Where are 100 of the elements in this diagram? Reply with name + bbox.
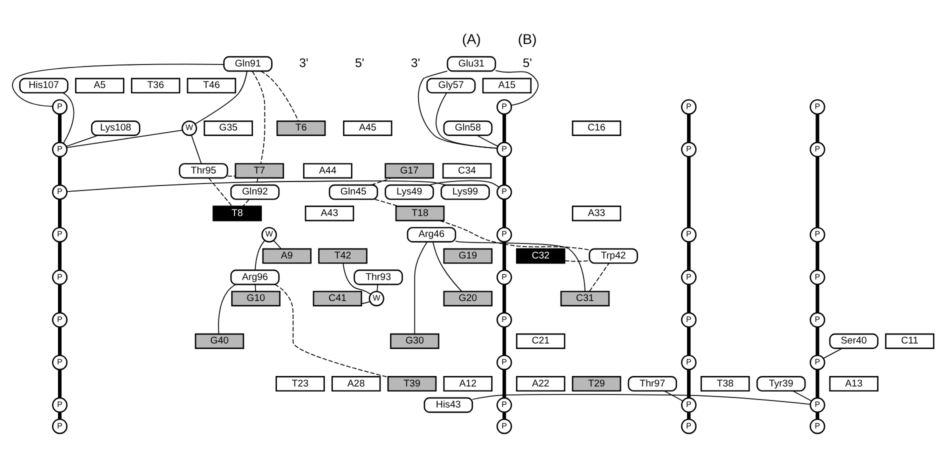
connector <box>687 412 691 419</box>
connector <box>687 369 691 398</box>
node-box: T18 <box>395 205 445 221</box>
connector <box>194 70 248 124</box>
node-box: Thr93 <box>354 269 403 285</box>
node-box: T39 <box>387 376 437 392</box>
node-circle: P <box>52 418 68 434</box>
node-box: Arg96 <box>230 269 280 285</box>
node-circle: P <box>810 141 826 157</box>
connector <box>58 369 62 398</box>
connector <box>62 92 74 144</box>
node-box: A12 <box>443 376 493 392</box>
node-box: C34 <box>442 162 492 178</box>
connector <box>823 348 842 358</box>
node-circle: P <box>681 269 697 285</box>
node-box: Thr97 <box>628 376 678 392</box>
connector <box>429 180 500 188</box>
connector <box>502 326 506 355</box>
connector <box>455 240 586 292</box>
node-box: Arg46 <box>406 226 456 242</box>
node-box: C16 <box>572 120 622 136</box>
node-box: A28 <box>331 376 381 392</box>
label: (B) <box>518 31 537 48</box>
node-box: G17 <box>384 162 434 178</box>
node-circle: P <box>810 269 826 285</box>
node-box: T38 <box>700 376 750 392</box>
node-box: Gln91 <box>223 56 272 72</box>
node-circle: W <box>261 226 277 242</box>
node-circle: P <box>681 396 697 412</box>
connector <box>687 114 691 142</box>
connector <box>414 240 428 334</box>
node-box: C11 <box>885 332 934 348</box>
node-circle: P <box>52 312 68 328</box>
connector <box>58 326 62 355</box>
connector <box>256 177 258 185</box>
connector <box>432 241 462 292</box>
node-circle: P <box>810 354 826 370</box>
node-box: T46 <box>186 77 236 93</box>
connector <box>436 92 498 148</box>
node-circle: P <box>496 354 512 370</box>
node-box: A44 <box>303 162 352 178</box>
node-circle: P <box>681 354 697 370</box>
node-box: A43 <box>304 205 354 221</box>
node-box: C31 <box>560 290 610 306</box>
connector <box>252 70 266 164</box>
node-circle: P <box>681 312 697 328</box>
connector <box>254 284 256 292</box>
node-box: T6 <box>276 120 326 136</box>
label: (A) <box>462 31 481 48</box>
label: 5' <box>522 56 532 70</box>
node-circle: W <box>368 290 384 306</box>
node-circle: P <box>681 418 697 434</box>
node-circle: P <box>810 418 826 434</box>
node-box: Lys49 <box>384 184 434 200</box>
node-circle: P <box>810 98 826 114</box>
connector <box>792 390 812 401</box>
node-circle: P <box>681 141 697 157</box>
connector <box>816 114 820 142</box>
connector <box>208 177 232 206</box>
node-circle: P <box>52 269 68 285</box>
node-circle: P <box>52 354 68 370</box>
node-box: A45 <box>343 120 392 136</box>
connector <box>816 156 820 227</box>
label: 3' <box>299 56 308 70</box>
connector <box>227 175 236 176</box>
node-box: T36 <box>130 77 180 93</box>
node-circle: P <box>496 141 512 157</box>
node-box: G40 <box>194 332 244 348</box>
node-circle: P <box>496 98 512 114</box>
node-box: G30 <box>390 332 440 348</box>
node-box: T23 <box>276 376 325 392</box>
connector <box>361 300 370 304</box>
node-box: G19 <box>443 248 493 264</box>
node-box: A22 <box>516 376 566 392</box>
connector <box>58 412 62 419</box>
node-box: Tyr39 <box>756 376 806 392</box>
connector <box>58 156 62 184</box>
node-box: C21 <box>516 332 566 348</box>
connector <box>687 326 691 355</box>
node-box: C32 <box>516 248 566 264</box>
node-circle: P <box>52 98 68 114</box>
node-box: C41 <box>312 290 362 306</box>
node-box: T29 <box>572 376 622 392</box>
connector <box>502 156 506 184</box>
node-box: A15 <box>482 77 532 93</box>
connector <box>342 262 372 294</box>
connector <box>66 180 446 192</box>
node-circle: P <box>496 396 512 412</box>
connector <box>687 156 691 227</box>
connector <box>273 240 282 249</box>
node-box: Gln92 <box>230 184 280 200</box>
connector <box>254 240 266 270</box>
node-box: His107 <box>19 77 68 93</box>
node-box: Glu31 <box>446 56 496 72</box>
connector <box>66 134 98 146</box>
connector <box>376 284 378 292</box>
node-box: G10 <box>231 290 280 306</box>
node-box: Trp42 <box>588 248 638 264</box>
connector <box>502 412 506 419</box>
connector <box>816 326 820 355</box>
